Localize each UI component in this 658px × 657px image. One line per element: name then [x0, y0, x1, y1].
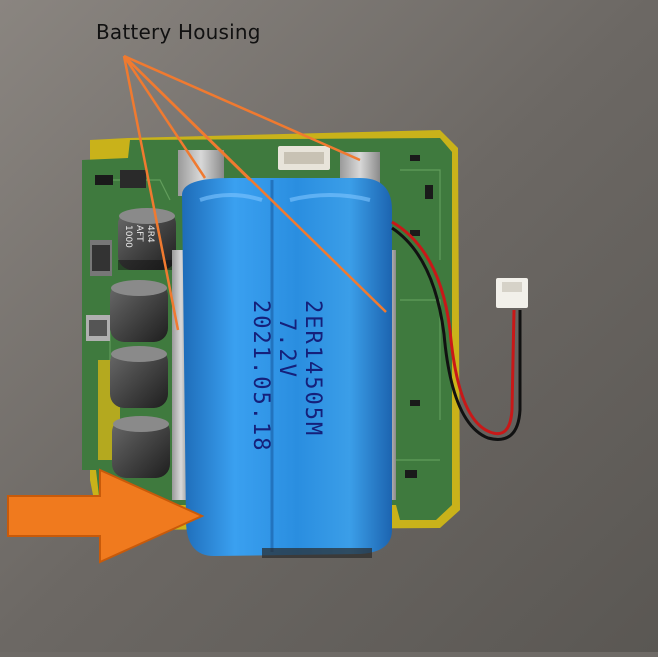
pcb-traces	[100, 169, 441, 461]
battery-model: 2ER14505M	[300, 300, 325, 437]
battery-voltage: 7.2V	[274, 318, 299, 379]
battery-print: 2ER14505M 7.2V 2021.05.18	[248, 300, 325, 452]
capacitor-column	[110, 208, 176, 478]
svg-text:7.2V: 7.2V	[274, 318, 299, 379]
svg-text:2ER14505M: 2ER14505M	[300, 300, 325, 437]
capacitor-value: 1000	[123, 225, 133, 248]
svg-text:4R4: 4R4	[145, 225, 155, 243]
capacitor-markings: 1000 AFT 4R4	[123, 225, 155, 248]
svg-text:2021.05.18: 2021.05.18	[248, 300, 273, 452]
annotation-lines	[122, 54, 387, 331]
wire-connector	[496, 278, 528, 308]
capacitor-rating: 4R4	[145, 225, 155, 243]
battery-date: 2021.05.18	[248, 300, 273, 452]
svg-text:AFT: AFT	[134, 225, 144, 242]
pcb-components	[86, 155, 433, 478]
pointer-arrow	[7, 468, 205, 564]
battery-wire	[391, 220, 522, 441]
battery-housing-label: Battery Housing	[96, 20, 261, 44]
battery-pack	[182, 178, 392, 558]
svg-text:1000: 1000	[123, 225, 133, 248]
capacitor-series: AFT	[134, 225, 144, 242]
